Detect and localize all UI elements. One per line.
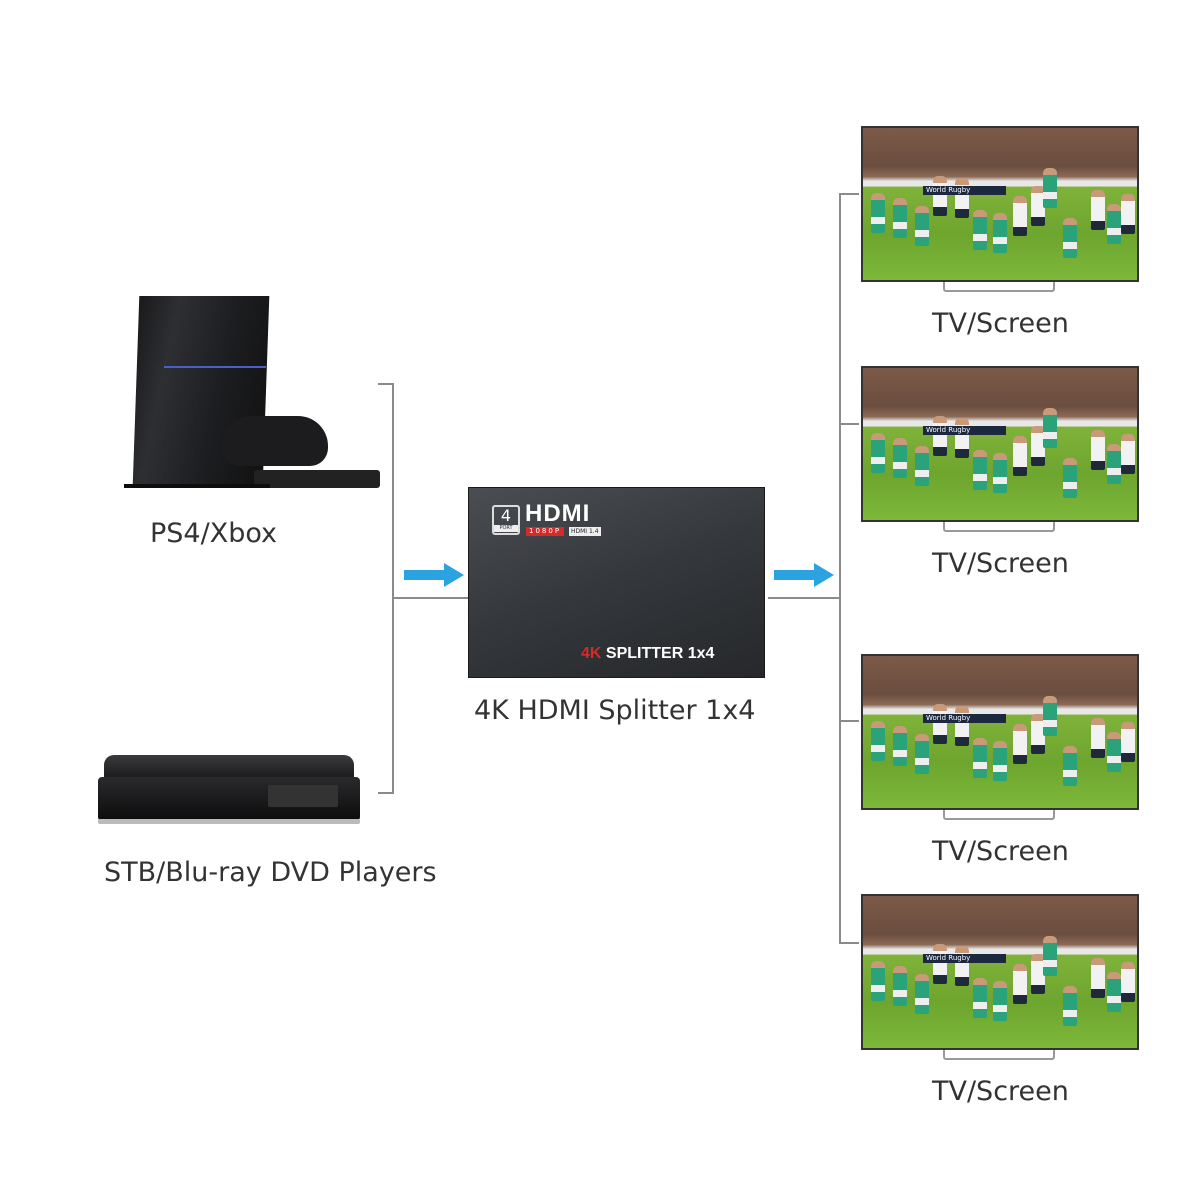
camera-bar	[254, 470, 380, 488]
player-figure	[893, 438, 907, 478]
player-figure	[973, 450, 987, 490]
player-figure	[933, 176, 947, 216]
player-figure	[1013, 436, 1027, 476]
player-figure	[1063, 218, 1077, 258]
player-figure	[915, 206, 929, 246]
console-light-strip	[164, 366, 266, 368]
tv-display: World Rugby	[861, 654, 1139, 810]
player-figure	[993, 213, 1007, 253]
controller	[222, 416, 328, 466]
player-figure	[1121, 962, 1135, 1002]
player-figure	[1091, 718, 1105, 758]
source-label-ps4: PS4/Xbox	[150, 518, 277, 549]
port-badge: 4 PORT	[492, 505, 520, 535]
hdmi-logo: HDMI	[525, 500, 591, 527]
player-figure	[1107, 444, 1121, 484]
player-figure	[893, 726, 907, 766]
player-figure	[871, 961, 885, 1001]
player-figure	[1063, 746, 1077, 786]
output-label: TV/Screen	[932, 836, 1069, 867]
player-figure	[1031, 426, 1045, 466]
output-label: TV/Screen	[932, 548, 1069, 579]
bluray-player-image	[98, 755, 360, 825]
output-connector	[768, 597, 840, 599]
player-figure	[955, 418, 969, 458]
player-figure	[871, 721, 885, 761]
player-figure	[933, 416, 947, 456]
player-figure	[915, 974, 929, 1014]
player-figure	[893, 966, 907, 1006]
screen-banner: World Rugby	[923, 186, 1006, 195]
player-figure	[1031, 714, 1045, 754]
resolution-tag: 1080P	[526, 527, 565, 536]
tv-stand	[943, 1050, 1055, 1060]
hdmi-splitter-device: 4 PORT HDMI 1080P HDMI 1.4 4K SPLITTER 1…	[468, 487, 765, 678]
player-figure	[1091, 430, 1105, 470]
player-figure	[1063, 986, 1077, 1026]
tv-stand	[943, 810, 1055, 820]
player-figure	[1121, 194, 1135, 234]
tv-screen-2: World Rugby	[861, 366, 1139, 532]
player-figure	[871, 433, 885, 473]
player-figure	[993, 981, 1007, 1021]
player-figure	[933, 944, 947, 984]
player-figure	[955, 178, 969, 218]
tv-display: World Rugby	[861, 894, 1139, 1050]
version-tag: HDMI 1.4	[569, 527, 601, 536]
player-figure	[871, 193, 885, 233]
player-figure	[1013, 964, 1027, 1004]
player-figure	[1043, 936, 1057, 976]
screen-banner: World Rugby	[923, 714, 1006, 723]
input-arrow-icon	[404, 563, 464, 587]
player-figure	[1107, 732, 1121, 772]
output-arrow-icon	[774, 563, 834, 587]
player-figure	[933, 704, 947, 744]
player-figure	[1013, 724, 1027, 764]
screen-banner: World Rugby	[923, 954, 1006, 963]
splitter-label: 4K HDMI Splitter 1x4	[474, 695, 756, 726]
input-bracket	[392, 383, 394, 794]
player-figure	[1121, 722, 1135, 762]
player-figure	[1121, 434, 1135, 474]
player-figure	[1043, 408, 1057, 448]
source-label-bluray: STB/Blu-ray DVD Players	[104, 857, 437, 888]
player-figure	[973, 978, 987, 1018]
player-figure	[1013, 196, 1027, 236]
input-connector	[392, 597, 468, 599]
player-figure	[1031, 954, 1045, 994]
player-figure	[1091, 958, 1105, 998]
player-figure	[1043, 696, 1057, 736]
player-figure	[1091, 190, 1105, 230]
tv-screen-1: World Rugby	[861, 126, 1139, 292]
ps4-console-image	[124, 294, 384, 494]
player-figure	[1107, 204, 1121, 244]
player-figure	[973, 738, 987, 778]
player-figure	[1063, 458, 1077, 498]
player-figure	[1043, 168, 1057, 208]
screen-banner: World Rugby	[923, 426, 1006, 435]
tv-stand	[943, 522, 1055, 532]
splitter-front-text: 4K SPLITTER 1x4	[581, 645, 715, 662]
output-label: TV/Screen	[932, 1076, 1069, 1107]
output-label: TV/Screen	[932, 308, 1069, 339]
tv-screen-3: World Rugby	[861, 654, 1139, 820]
player-figure	[955, 706, 969, 746]
player-figure	[915, 446, 929, 486]
player-figure	[993, 453, 1007, 493]
tv-screen-4: World Rugby	[861, 894, 1139, 1060]
output-bracket	[839, 193, 841, 944]
tv-display: World Rugby	[861, 126, 1139, 282]
player-figure	[1107, 972, 1121, 1012]
player-figure	[915, 734, 929, 774]
tv-stand	[943, 282, 1055, 292]
player-figure	[1031, 186, 1045, 226]
player-figure	[973, 210, 987, 250]
player-figure	[893, 198, 907, 238]
tv-display: World Rugby	[861, 366, 1139, 522]
player-figure	[993, 741, 1007, 781]
player-figure	[955, 946, 969, 986]
